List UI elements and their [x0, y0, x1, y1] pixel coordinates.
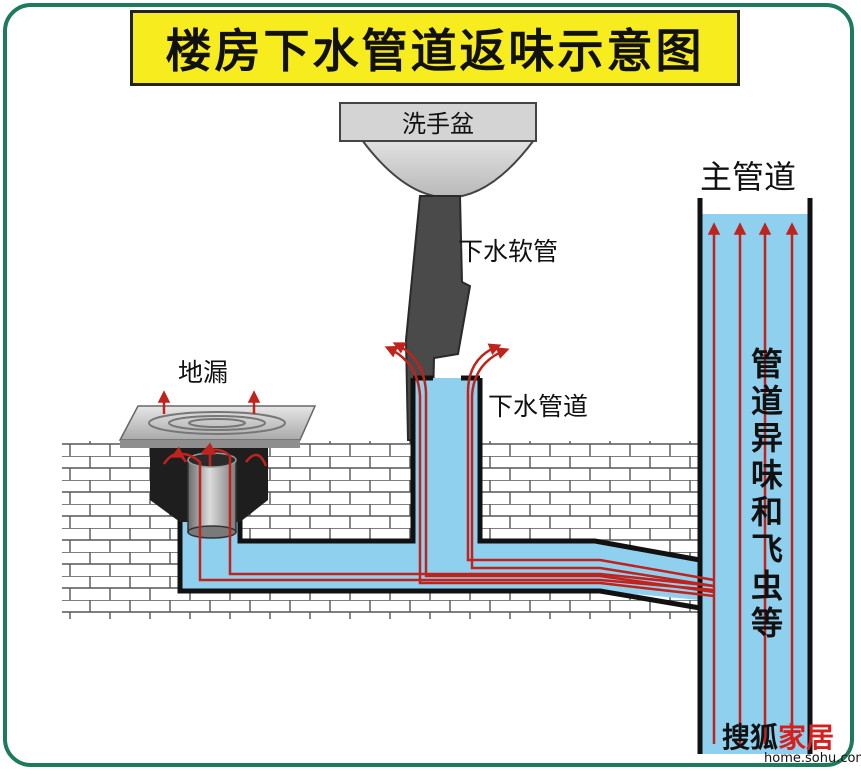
hose-label: 下水软管: [458, 237, 559, 266]
floor-drain-label: 地漏: [178, 358, 229, 387]
watermark-logo-prefix: 搜狐: [722, 721, 779, 754]
watermark-url: home.sohu.com: [764, 751, 861, 766]
wash-basin: [339, 102, 537, 199]
basin-label: 洗手盆: [402, 110, 474, 138]
main-pipe-note: 管道异味和飞虫等: [750, 345, 783, 642]
title-banner: 楼房下水管道返味示意图: [130, 10, 740, 86]
watermark-logo-accent: 家居: [778, 721, 835, 754]
odor-flow-arrows: [157, 222, 799, 744]
diagram-title: 楼房下水管道返味示意图: [165, 24, 705, 78]
watermark-logo: 搜狐家居: [722, 716, 834, 756]
main-pipe-label: 主管道: [700, 158, 797, 196]
floor-drain: [118, 405, 317, 539]
drain-pipe-label: 下水管道: [488, 392, 589, 421]
